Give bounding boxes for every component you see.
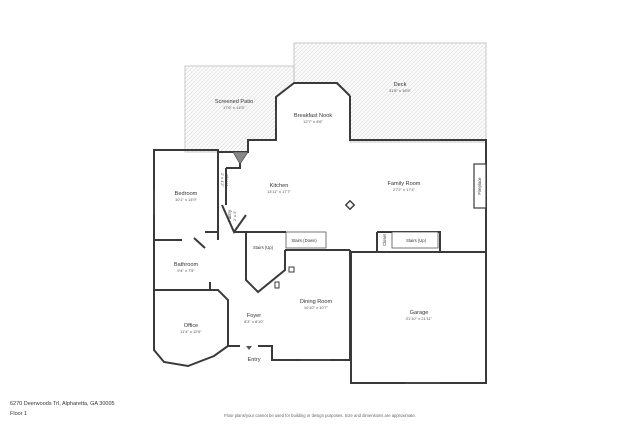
foyer-dims: 8'3" x 8'10" xyxy=(244,319,264,324)
floor-label: Floor 1 xyxy=(10,411,28,417)
office-dims: 11'4" x 12'6" xyxy=(180,329,202,334)
entry-label: Entry xyxy=(247,357,260,363)
bathroom-name: Bathroom xyxy=(174,262,199,268)
pantry-dims: 2' x 3' xyxy=(232,211,237,221)
dining-room-dims: 10'10" x 10'7" xyxy=(304,305,329,310)
pantry-label: Pantry xyxy=(227,209,232,222)
column-icon xyxy=(288,266,295,273)
bedroom-name: Bedroom xyxy=(175,191,198,197)
disclaimer-text: Floor plans/your cannot be used for buil… xyxy=(224,413,416,418)
kitchen-island-icon xyxy=(344,199,356,211)
deck-name: Deck xyxy=(394,82,407,88)
stairs-up-family-label: Stairs (Up) xyxy=(406,238,427,243)
exterior-wall-east xyxy=(349,96,487,384)
windows xyxy=(153,110,440,384)
entry-arrow-icon xyxy=(246,346,252,350)
exterior-wall xyxy=(153,82,351,368)
office-name: Office xyxy=(184,323,199,329)
bathroom-dims: 9'4" x 7'5" xyxy=(177,268,195,273)
property-address: 6270 Deerwoods Trl, Alpharetta, GA 30005 xyxy=(10,401,115,407)
stairs-up-kitchen-label: Stairs (Up) xyxy=(253,245,274,250)
column-icon xyxy=(274,281,280,289)
closet-shelf-icon xyxy=(232,151,249,165)
kitchen-closet-label: Closet xyxy=(224,174,229,187)
fireplace-label: Fireplace xyxy=(477,177,482,195)
kitchen-dims: 13'11" x 17'7" xyxy=(267,189,291,194)
kitchen-name: Kitchen xyxy=(270,183,289,189)
screened-patio-name: Screened Patio xyxy=(215,99,253,105)
breakfast-nook-name: Breakfast Nook xyxy=(294,113,332,119)
garage-name: Garage xyxy=(410,310,429,316)
family-room-dims: 27'2" x 17'4" xyxy=(393,187,416,192)
kitchen-closet-dims: 2' x 4'2" xyxy=(220,173,225,187)
foyer-name: Foyer xyxy=(247,313,261,319)
stairs-up-family xyxy=(391,231,439,249)
family-room-name: Family Room xyxy=(388,181,421,187)
fireplace xyxy=(473,163,487,209)
stairs-down-label: Stairs (Down) xyxy=(291,238,317,243)
deck-dims: 31'8" x 16'5" xyxy=(389,88,412,93)
stairs-down xyxy=(285,231,327,249)
dining-room-name: Dining Room xyxy=(300,299,333,305)
garage-dims: 21'10" x 21'11" xyxy=(406,316,433,321)
exterior-wall-south xyxy=(228,345,351,361)
family-closet-label: Closet xyxy=(382,233,387,246)
screened-patio-dims: 17'6" x 14'5" xyxy=(223,105,246,110)
breakfast-nook-dims: 12'7" x 8'6" xyxy=(303,119,323,124)
bedroom-dims: 10'1" x 14'9" xyxy=(175,197,198,202)
